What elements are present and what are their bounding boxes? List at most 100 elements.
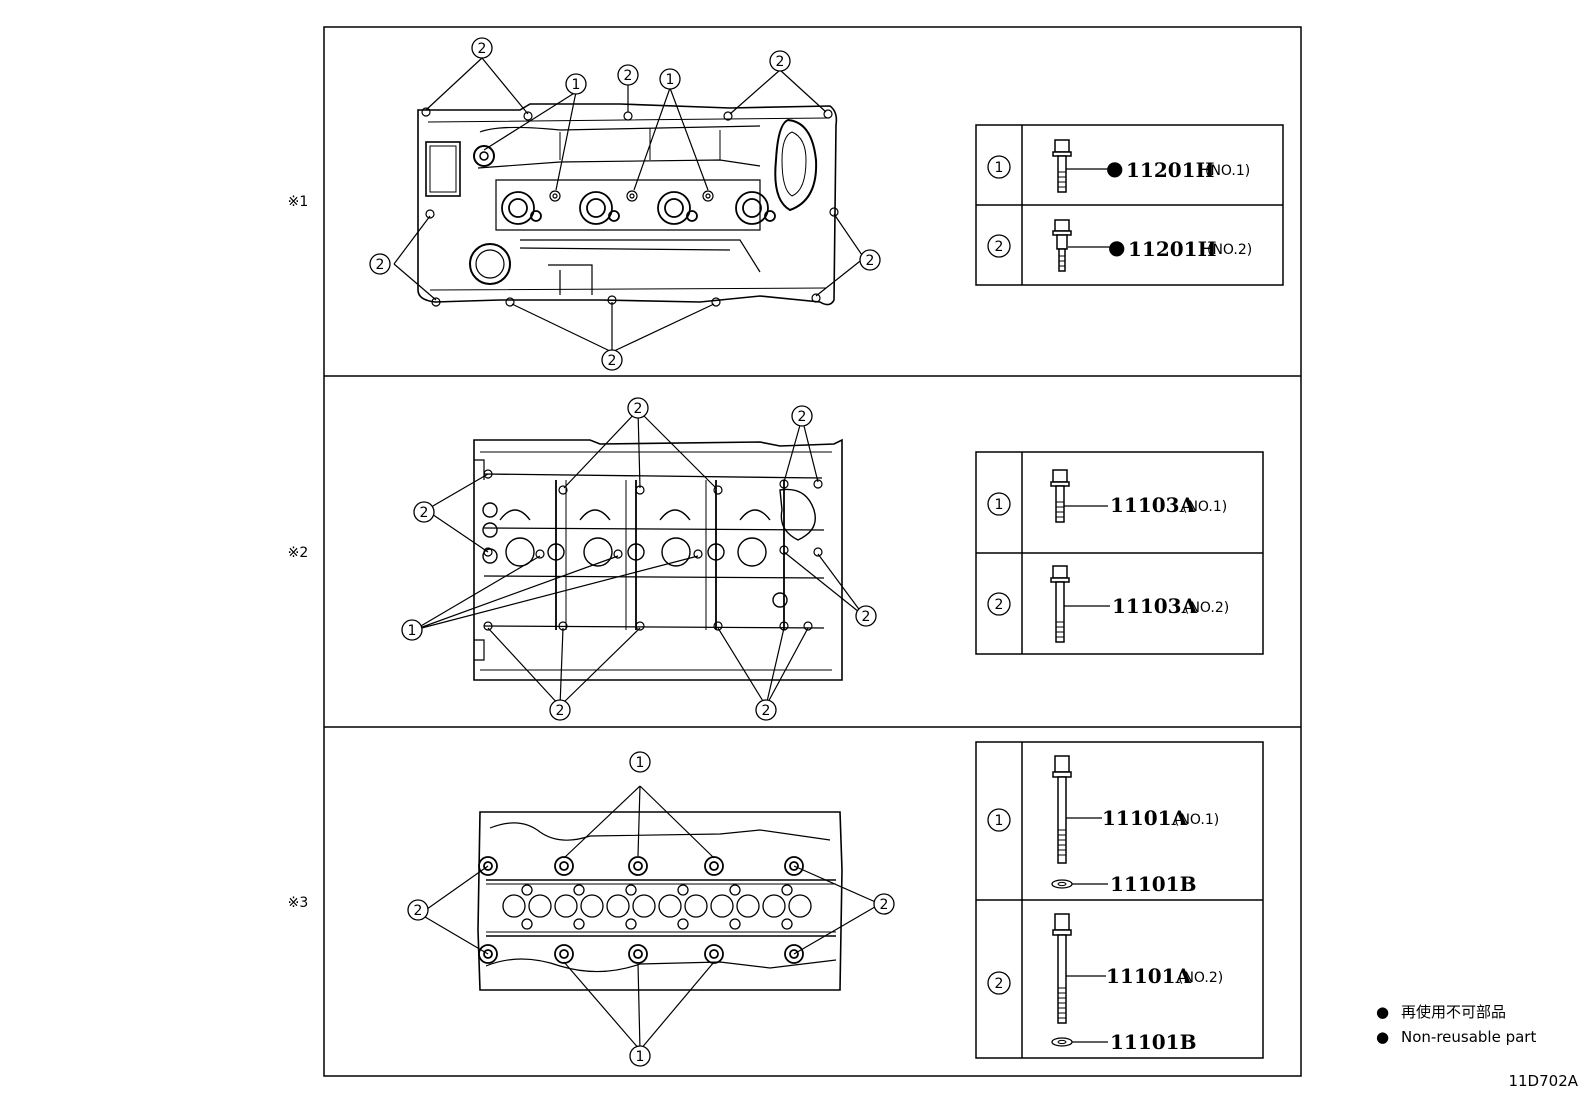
table2-row1: 1 11103A (NO.1) (987, 469, 1227, 523)
callout-circle: 2 (407, 899, 429, 921)
callout-circle: 2 (791, 405, 813, 427)
svg-text:2: 2 (420, 505, 429, 521)
svg-text:2: 2 (376, 257, 385, 273)
svg-text:1: 1 (636, 755, 645, 771)
svg-text:1: 1 (636, 1049, 645, 1065)
washer-icon (1051, 1037, 1073, 1047)
callout-circle: 2 (859, 249, 881, 271)
row-callout-circle (987, 808, 1011, 832)
legend-en: Non-reusable part (1401, 1028, 1536, 1046)
svg-text:2: 2 (995, 976, 1004, 992)
washer-icon (1051, 879, 1073, 889)
part-number: 11101A (1102, 806, 1188, 830)
cylinder-head-drawing (477, 811, 843, 991)
svg-text:2: 2 (798, 409, 807, 425)
table1-row1: 1 ● 11201H (NO.1) (987, 139, 1250, 193)
callout-circle: 2 (855, 605, 877, 627)
table3-row2: 2 11101A (NO.2) 11101B (987, 913, 1223, 1054)
callout-circle: 2 (549, 699, 571, 721)
part-number: 11101A (1106, 964, 1192, 988)
bolt-icon (1052, 139, 1072, 193)
svg-text:2: 2 (556, 703, 565, 719)
leader-lines-s2 (413, 409, 865, 707)
svg-text:2: 2 (478, 41, 487, 57)
bolt-icon (1050, 565, 1070, 643)
bolt-icon (1052, 755, 1072, 864)
svg-text:2: 2 (776, 54, 785, 70)
svg-text:2: 2 (608, 353, 617, 369)
row-callout-circle (987, 155, 1011, 179)
callout-circle: 2 (369, 253, 391, 275)
row-callout-circle (987, 592, 1011, 616)
part-suffix: (NO.2) (1207, 242, 1252, 258)
nonreusable-marker: ● (1106, 156, 1123, 180)
parts-table-1: 1 ● 11201H (NO.1) 2 ● 11201H (NO.2) (975, 124, 1284, 286)
part-suffix: (NO.2) (1178, 970, 1223, 986)
svg-text:1: 1 (995, 160, 1004, 176)
part-suffix: (NO.1) (1182, 499, 1227, 515)
svg-text:2: 2 (862, 609, 871, 625)
callout-circle: 2 (471, 37, 493, 59)
callout-circle: 2 (617, 64, 639, 86)
washer-part-number: 11101B (1110, 1030, 1196, 1054)
callout-circle: 2 (873, 893, 895, 915)
svg-text:2: 2 (762, 703, 771, 719)
bolt-icon (1052, 913, 1072, 1024)
callout-circle: 2 (769, 50, 791, 72)
washer-part-number: 11101B (1110, 872, 1196, 896)
callout-circle: 1 (659, 68, 681, 90)
part-number: 11201H (1128, 237, 1216, 261)
legend-marker-ja: ● (1376, 1003, 1389, 1021)
callout-circle: 2 (627, 397, 649, 419)
leader-lines-s3 (419, 785, 881, 1051)
figure-code: 11D702A (1508, 1072, 1578, 1090)
callout-circle: 2 (755, 699, 777, 721)
svg-text:1: 1 (666, 72, 675, 88)
bolt-icon (1052, 219, 1072, 272)
row-callout-circle (987, 492, 1011, 516)
callout-circle: 2 (413, 501, 435, 523)
callout-circle: 1 (629, 751, 651, 773)
leader-lines-s1 (393, 57, 865, 353)
table1-row2: 2 ● 11201H (NO.2) (987, 219, 1252, 272)
svg-text:2: 2 (880, 897, 889, 913)
nonreusable-marker: ● (1108, 235, 1125, 259)
part-suffix: (NO.1) (1205, 163, 1250, 179)
parts-table-2: 1 11103A (NO.1) 2 11103A (NO.2) (975, 451, 1264, 655)
diagram-callouts: 2 1 2 1 2 2 2 2 2 2 2 1 2 2 2 1 2 2 1 (369, 37, 895, 1067)
table2-row2: 2 11103A (NO.2) (987, 565, 1229, 643)
svg-text:1: 1 (572, 77, 581, 93)
row-callout-circle (987, 971, 1011, 995)
callout-circle: 1 (629, 1045, 651, 1067)
outer-frame (323, 26, 1302, 1077)
table3-row1: 1 11101A (NO.1) 11101B (987, 755, 1219, 896)
row-callout-circle (987, 234, 1011, 258)
part-suffix: (NO.1) (1174, 812, 1219, 828)
part-number: 11103A (1112, 594, 1198, 618)
cylinder-head-cover-drawing (417, 103, 839, 307)
svg-text:2: 2 (866, 253, 875, 269)
svg-text:2: 2 (995, 597, 1004, 613)
legend: ● 再使用不可部品 ● Non-reusable part (1376, 1003, 1536, 1046)
section-label-1: ※1 (288, 194, 309, 210)
svg-text:1: 1 (995, 497, 1004, 513)
camshaft-housing-drawing (473, 438, 843, 681)
callout-circle: 1 (401, 619, 423, 641)
part-suffix: (NO.2) (1184, 600, 1229, 616)
part-number: 11201H (1126, 158, 1214, 182)
svg-text:2: 2 (624, 68, 633, 84)
svg-text:2: 2 (634, 401, 643, 417)
svg-text:1: 1 (995, 813, 1004, 829)
legend-ja: 再使用不可部品 (1401, 1003, 1506, 1021)
parts-table-3: 1 11101A (NO.1) 11101B 2 11101A (NO.2) (975, 741, 1264, 1059)
section-label-2: ※2 (288, 545, 309, 561)
callout-circle: 2 (601, 349, 623, 371)
svg-text:2: 2 (995, 239, 1004, 255)
legend-marker-en: ● (1376, 1028, 1389, 1046)
svg-text:2: 2 (414, 903, 423, 919)
svg-text:1: 1 (408, 623, 417, 639)
callout-circle: 1 (565, 73, 587, 95)
section-label-3: ※3 (288, 895, 309, 911)
bolt-icon (1050, 469, 1070, 523)
